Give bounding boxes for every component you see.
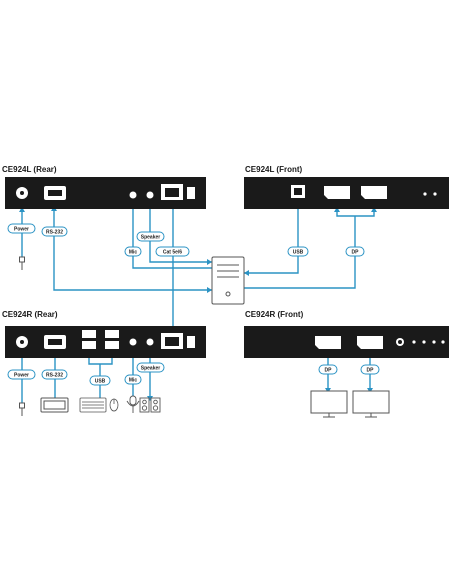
arrow-lf-dp1	[334, 207, 340, 212]
tag-label: Speaker	[141, 235, 161, 241]
monitor-icon	[310, 390, 348, 418]
arrow-r-speaker	[147, 396, 153, 401]
tag-l-mic: Mic	[124, 246, 142, 257]
button-inner	[398, 340, 402, 344]
led-3	[432, 340, 436, 344]
plug-icon	[19, 256, 25, 270]
tag-lf-dp: DP	[345, 246, 365, 257]
monitor-icon	[352, 390, 390, 418]
usb-a-port-2	[82, 341, 96, 349]
tag-label: Mic	[129, 250, 138, 256]
mic-jack	[129, 338, 137, 346]
led-1	[423, 192, 427, 196]
arrow-l-rs232-pc	[207, 287, 212, 293]
tag-l-cat: Cat 5e/6	[155, 246, 190, 257]
keyboard-icon	[79, 397, 107, 413]
tag-label: USB	[293, 250, 304, 256]
ce924l-front-panel	[244, 177, 449, 209]
serial-terminal-icon	[40, 397, 69, 413]
mic-jack	[129, 191, 137, 199]
led-4	[441, 340, 445, 344]
dp-port-2	[357, 336, 383, 349]
tag-label: Power	[14, 373, 29, 379]
panel-title-ce924r-front: CE924R (Front)	[245, 310, 304, 319]
panel-body	[244, 326, 449, 358]
tag-r-usb: USB	[89, 375, 111, 386]
tag-label: Mic	[129, 378, 138, 384]
tag-rf-dp1: DP	[318, 364, 338, 375]
tag-label: DP	[325, 368, 333, 374]
arrow-lf-dp2	[371, 207, 377, 212]
led-2	[422, 340, 426, 344]
plug-icon	[19, 402, 25, 416]
ce924r-front-panel	[244, 326, 449, 358]
cable-l-mic	[132, 204, 212, 269]
arrow-l-speaker-pc	[207, 259, 212, 265]
dip-switch	[187, 187, 195, 199]
rs232-port-inner	[48, 190, 62, 196]
tag-label: RS-232	[46, 373, 63, 379]
tag-l-rs232: RS-232	[41, 226, 68, 237]
dp-port-1	[324, 186, 350, 199]
mouse-icon	[109, 398, 119, 412]
dip-switch	[187, 336, 195, 348]
cable-l-speaker	[149, 204, 212, 263]
speaker-jack	[146, 191, 154, 199]
tag-label: Cat 5e/6	[163, 250, 182, 256]
power-jack-pin	[20, 340, 24, 344]
tag-label: Speaker	[141, 366, 161, 372]
dp-port-2	[361, 186, 387, 199]
cables	[21, 202, 375, 408]
panel-title-ce924l-rear: CE924L (Rear)	[2, 165, 57, 174]
tag-label: USB	[95, 379, 106, 385]
arrow-l-power	[19, 207, 25, 212]
usb-a-port-3	[105, 330, 119, 338]
tag-rf-dp2: DP	[360, 364, 380, 375]
pc-tower-icon	[211, 256, 245, 305]
led-2	[433, 192, 437, 196]
speakers-icon	[139, 397, 161, 413]
arrow-lf-usb-pc	[244, 270, 249, 276]
power-jack-pin	[20, 191, 24, 195]
tag-r-rs232: RS-232	[41, 369, 68, 380]
panel-title-ce924l-front: CE924L (Front)	[245, 165, 303, 174]
usb-a-port-1	[82, 330, 96, 338]
tag-r-power: Power	[7, 369, 36, 380]
tag-l-speaker: Speaker	[136, 231, 165, 242]
tag-label: DP	[367, 368, 375, 374]
usb-b-port-inner	[294, 188, 302, 195]
microphone-icon	[126, 395, 140, 413]
led-1	[412, 340, 416, 344]
tag-lf-usb: USB	[287, 246, 309, 257]
ce924r-rear-panel	[5, 326, 206, 358]
cable-lf-dp2	[244, 216, 356, 289]
rj45-port-inner	[165, 337, 179, 346]
dp-port-1	[315, 336, 341, 349]
rs232-port-inner	[48, 339, 62, 345]
cable-lf-dp	[336, 208, 375, 217]
usb-a-port-4	[105, 341, 119, 349]
rj45-port-inner	[165, 188, 179, 197]
tag-label: RS-232	[46, 230, 63, 236]
tag-r-mic: Mic	[124, 374, 142, 385]
ce924l-rear-panel	[5, 177, 206, 209]
tag-label: DP	[352, 250, 360, 256]
tag-l-power: Power	[7, 223, 36, 234]
speaker-jack	[146, 338, 154, 346]
panel-title-ce924r-rear: CE924R (Rear)	[2, 310, 58, 319]
cable-lf-usb	[244, 205, 299, 274]
tag-label: Power	[14, 227, 29, 233]
tag-r-speaker: Speaker	[136, 362, 165, 373]
